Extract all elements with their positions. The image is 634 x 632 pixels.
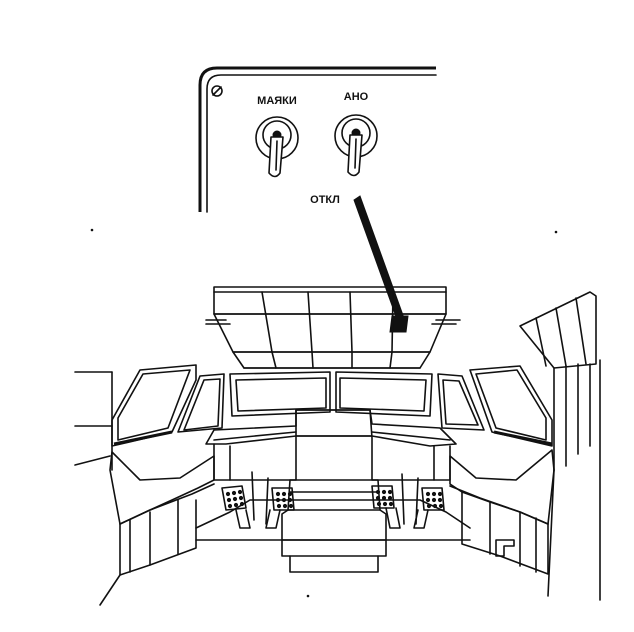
pedal-icon — [413, 477, 445, 529]
overhead-panel — [205, 286, 461, 369]
speck — [90, 228, 94, 232]
pedal-icon — [265, 477, 295, 529]
pedal-icon — [371, 473, 405, 529]
left-rudder-pedals — [221, 471, 295, 529]
toggle-left-label: МАЯКИ — [257, 95, 297, 107]
cockpit-interior — [74, 291, 601, 606]
pedal-icon — [221, 471, 255, 529]
side-handle-icon — [495, 539, 515, 557]
leader-line — [353, 195, 409, 333]
off-position-label: ОТКЛ — [310, 194, 340, 206]
panel-screw-icon — [211, 85, 223, 97]
toggle-switch-left[interactable] — [255, 116, 299, 178]
right-rudder-pedals — [371, 473, 445, 529]
switch-panel: МАЯКИ АНО ОТКЛ — [198, 66, 437, 213]
speck — [554, 230, 558, 234]
toggle-right-label: АНО — [344, 91, 369, 103]
toggle-switch-right[interactable] — [334, 114, 378, 177]
speck — [306, 594, 310, 598]
